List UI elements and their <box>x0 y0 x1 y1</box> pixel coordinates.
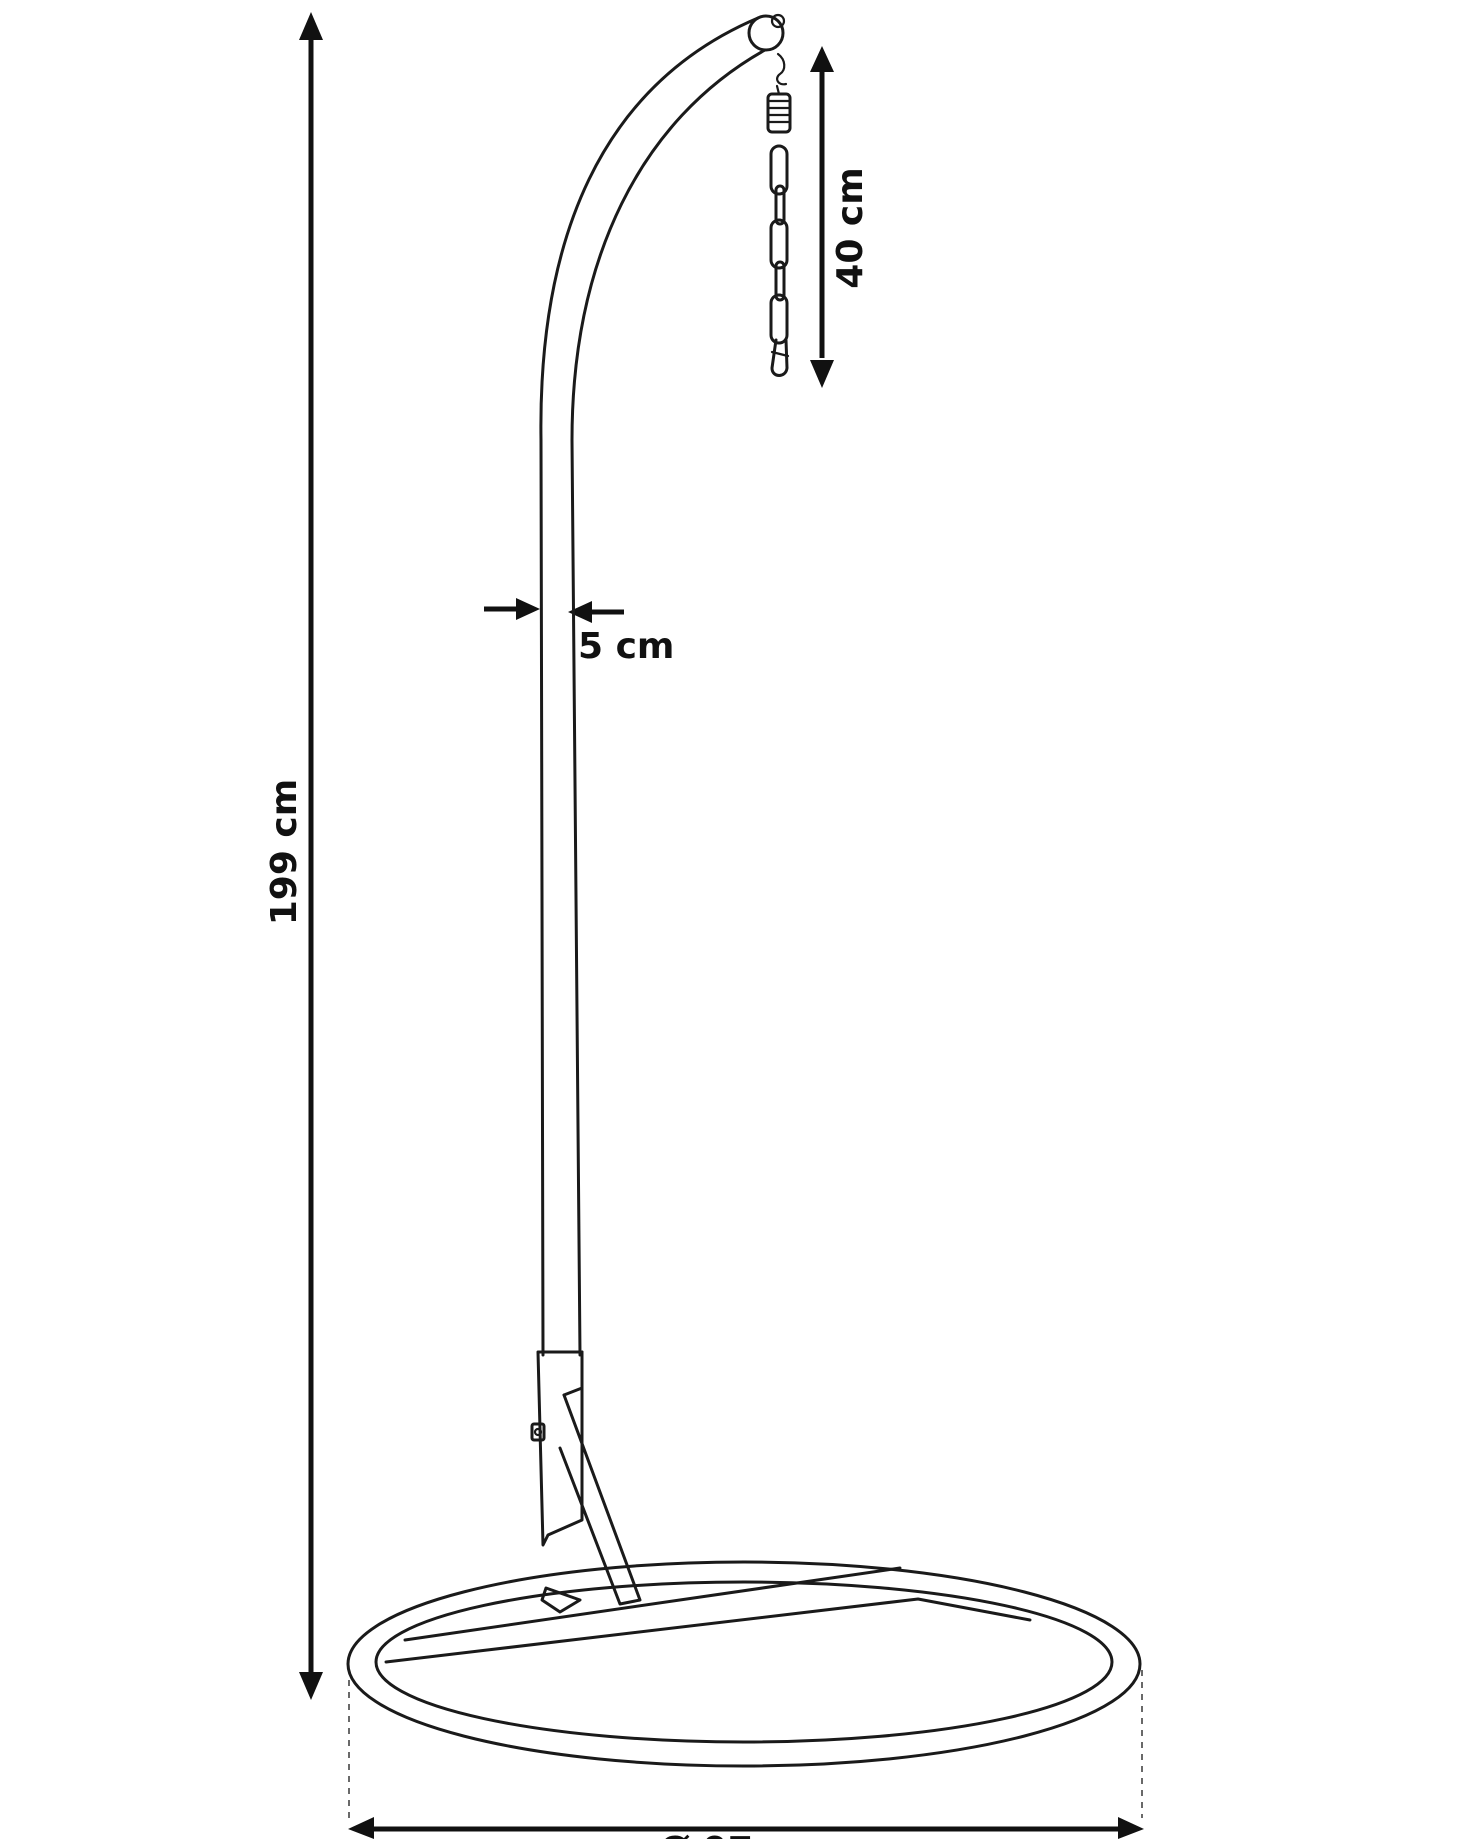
pole-arrow-left-icon <box>516 598 540 620</box>
stand-base <box>346 1560 1142 1768</box>
base-ring-outer <box>346 1560 1142 1768</box>
stand-pole <box>539 13 786 1357</box>
base-diameter-label: Ø 97 cm <box>660 1830 825 1839</box>
chain-length-dimension: 40 cm <box>810 46 871 388</box>
hanging-chain <box>766 52 792 377</box>
chain-length-label: 40 cm <box>830 167 871 288</box>
pole-sleeve <box>530 1350 584 1547</box>
height-arrow-top-icon <box>299 12 323 40</box>
pole-diameter-label: 5 cm <box>578 626 674 667</box>
height-dimension: 199 cm <box>264 12 323 1700</box>
brace-strut <box>558 1386 642 1606</box>
height-label: 199 cm <box>264 779 305 926</box>
height-arrow-bottom-icon <box>299 1672 323 1700</box>
chain-arrow-bottom-icon <box>810 360 834 388</box>
chain-arrow-top-icon <box>810 46 834 72</box>
pole-arrow-right-icon <box>568 601 592 623</box>
lock-screw <box>530 1422 546 1442</box>
base-diameter-dimension: Ø 97 cm <box>348 1670 1144 1839</box>
base-ring-inner <box>374 1580 1114 1744</box>
pole-diameter-dimension: 5 cm <box>484 598 674 667</box>
pole-top-cap <box>747 14 785 52</box>
base-arrow-left-icon <box>348 1817 374 1839</box>
base-arrow-right-icon <box>1118 1817 1144 1839</box>
